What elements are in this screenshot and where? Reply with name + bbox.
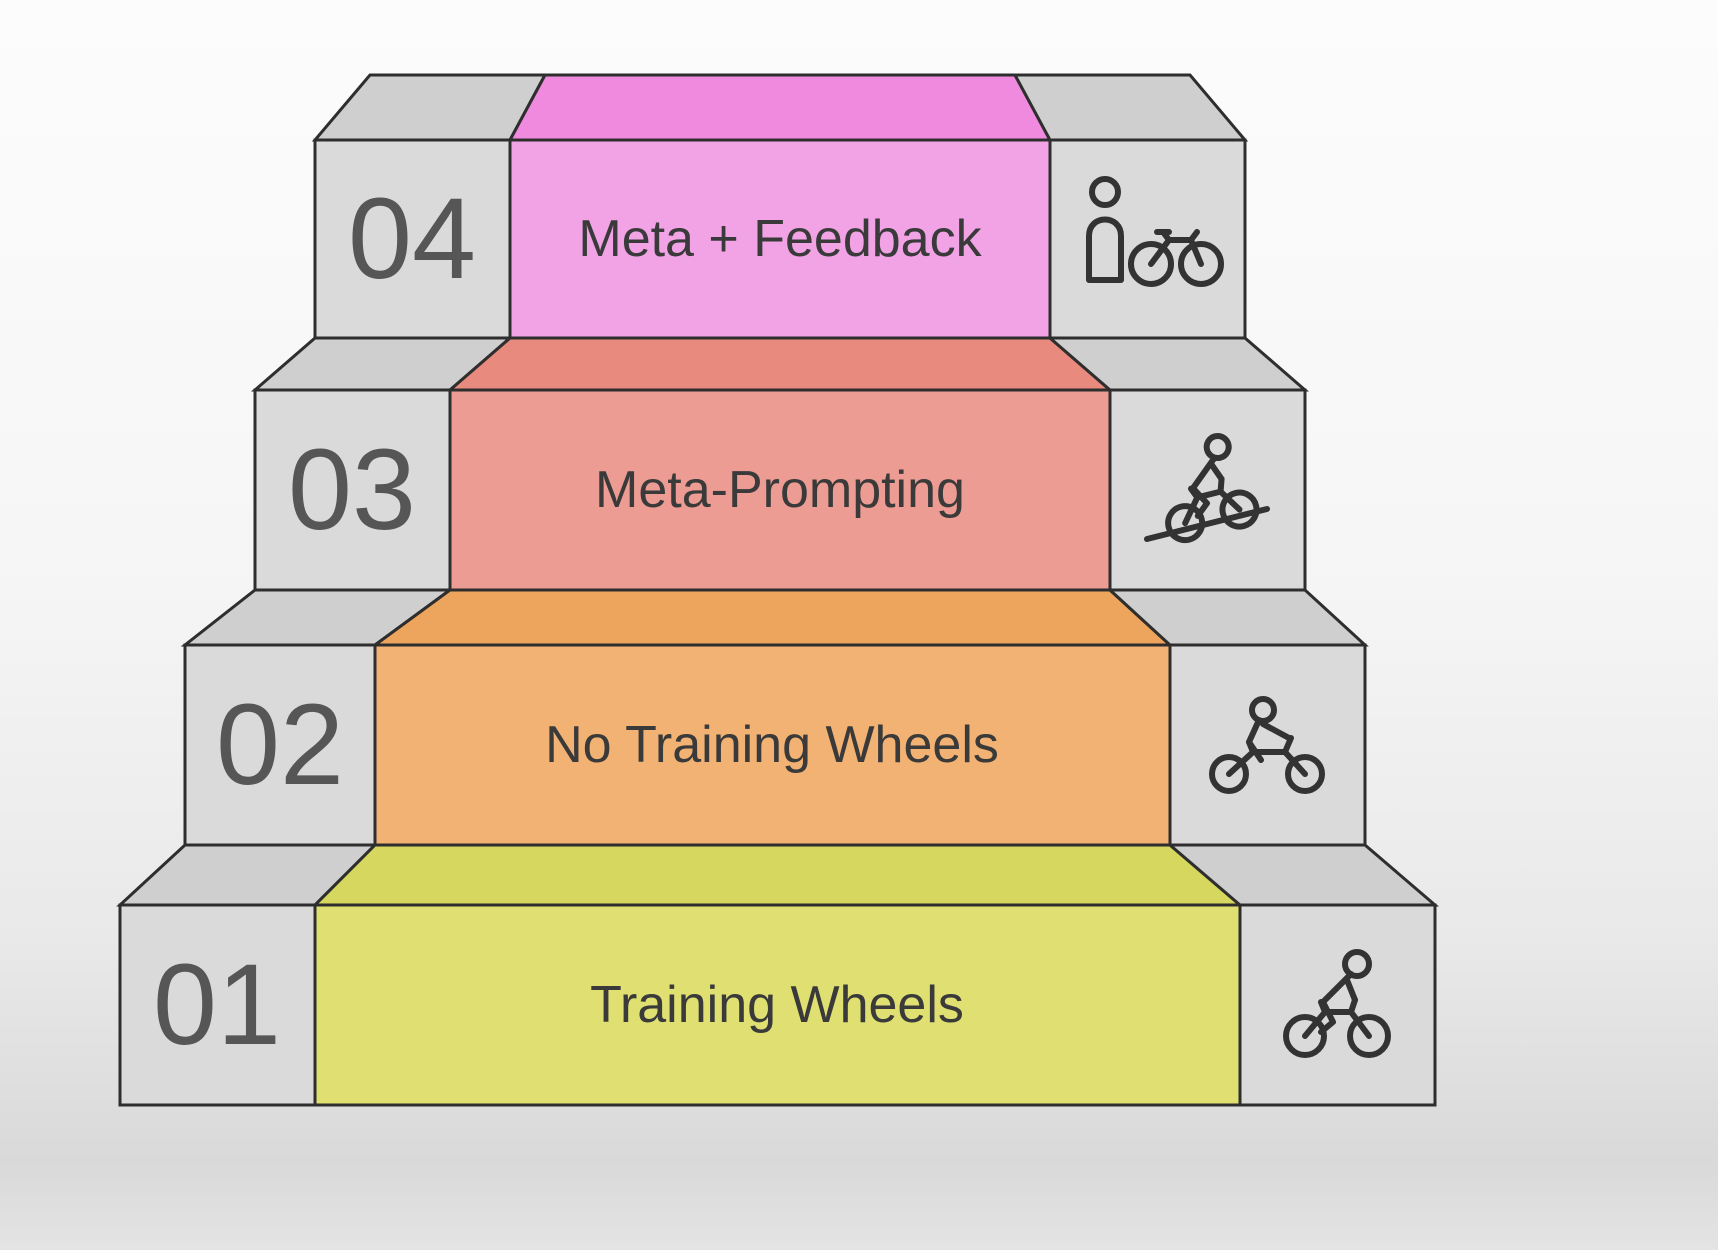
step-04-label: Meta + Feedback [578, 210, 982, 268]
step-01-label: Training Wheels [590, 976, 964, 1034]
person-with-bike-icon [1086, 176, 1224, 287]
step-01-icon-box [1238, 903, 1437, 1107]
step-02-number: 02 [216, 681, 344, 809]
step-01-number: 01 [153, 941, 281, 1069]
step-01: 01 Training Wheels [116, 843, 1440, 1107]
step-04-panel [508, 138, 1052, 340]
cyclist-riding-icon [1283, 949, 1391, 1058]
step-03-icon-box [1108, 388, 1307, 592]
step-02-tread-center [370, 588, 1174, 647]
step-04-tread-right [1012, 73, 1249, 142]
step-04-number: 04 [348, 175, 476, 303]
step-03-label: Meta-Prompting [595, 461, 965, 519]
step-04: 04 Meta + Feedback [311, 73, 1249, 340]
step-03-tread-center [445, 336, 1115, 392]
step-01-panel [313, 903, 1242, 1107]
step-04-tread-left [311, 73, 548, 142]
step-03-number: 03 [288, 426, 416, 554]
step-04-tread-center [507, 73, 1053, 142]
step-02-icon-box [1168, 643, 1367, 847]
cyclist-leaning-icon [1209, 696, 1325, 794]
step-02-number-box [183, 643, 377, 847]
step-04-number-box [313, 138, 512, 340]
step-01-number-box [118, 903, 317, 1107]
cyclist-uphill-icon [1144, 432, 1270, 544]
step-04-icon-box [1048, 138, 1247, 340]
step-02-panel [373, 643, 1172, 847]
step-02: 02 No Training Wheels [180, 588, 1369, 847]
step-02-label: No Training Wheels [545, 716, 999, 774]
step-01-tread-center [311, 843, 1245, 907]
step-03: 03 Meta-Prompting [250, 336, 1310, 592]
